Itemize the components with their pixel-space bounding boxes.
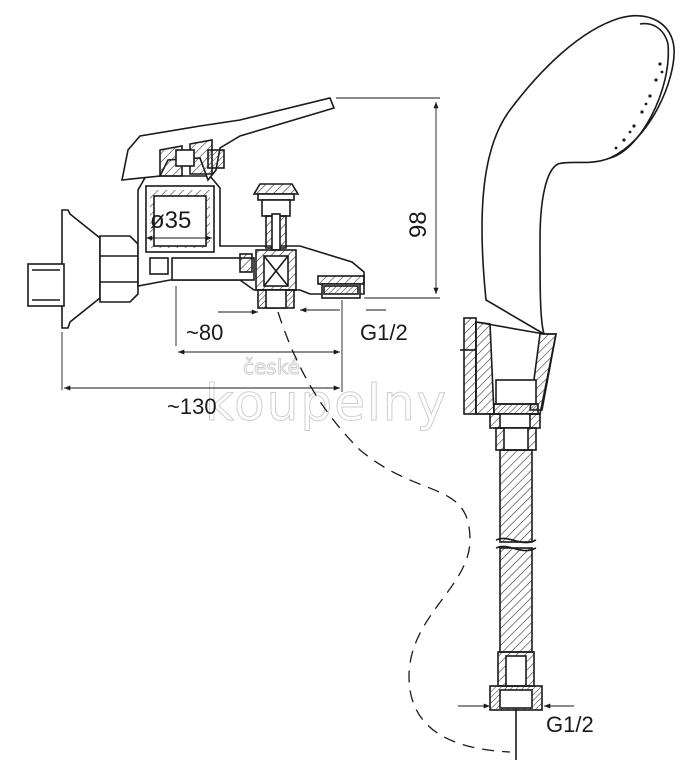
dimension-lines — [61, 97, 440, 392]
hose-upper — [499, 449, 533, 543]
dim-approx-130: ~130 — [167, 394, 217, 419]
inlet-pipe — [27, 263, 65, 307]
hex-nut — [99, 235, 139, 303]
dim-height-98: 98 — [405, 211, 432, 238]
dim-diameter-35: ø35 — [150, 207, 191, 234]
shower-nozzles — [614, 62, 664, 150]
dim-thread-hose: G1/2 — [546, 712, 594, 737]
flow-channel — [171, 257, 255, 281]
dim-thread-faucet: G1/2 — [360, 320, 408, 345]
hose-connector-bottom — [489, 651, 543, 760]
hose-connector-top — [489, 379, 541, 451]
spout-aerator — [317, 275, 365, 299]
shower-head — [481, 14, 675, 336]
hose-lower — [499, 547, 533, 653]
wall-rosette — [61, 209, 101, 329]
hose-dashed-path — [277, 311, 511, 753]
diverter-knob — [252, 183, 300, 251]
diverter-spool — [255, 249, 297, 309]
watermark-line1: české — [243, 355, 300, 379]
watermark-line2: koupelny — [205, 374, 448, 432]
shower-face — [609, 22, 670, 159]
lever-handle — [121, 97, 336, 182]
watermark: české koupelny — [205, 355, 448, 433]
faucet — [27, 97, 365, 329]
dim-approx-80: ~80 — [186, 320, 223, 345]
lever-screw — [207, 149, 225, 169]
hand-shower — [460, 14, 675, 760]
